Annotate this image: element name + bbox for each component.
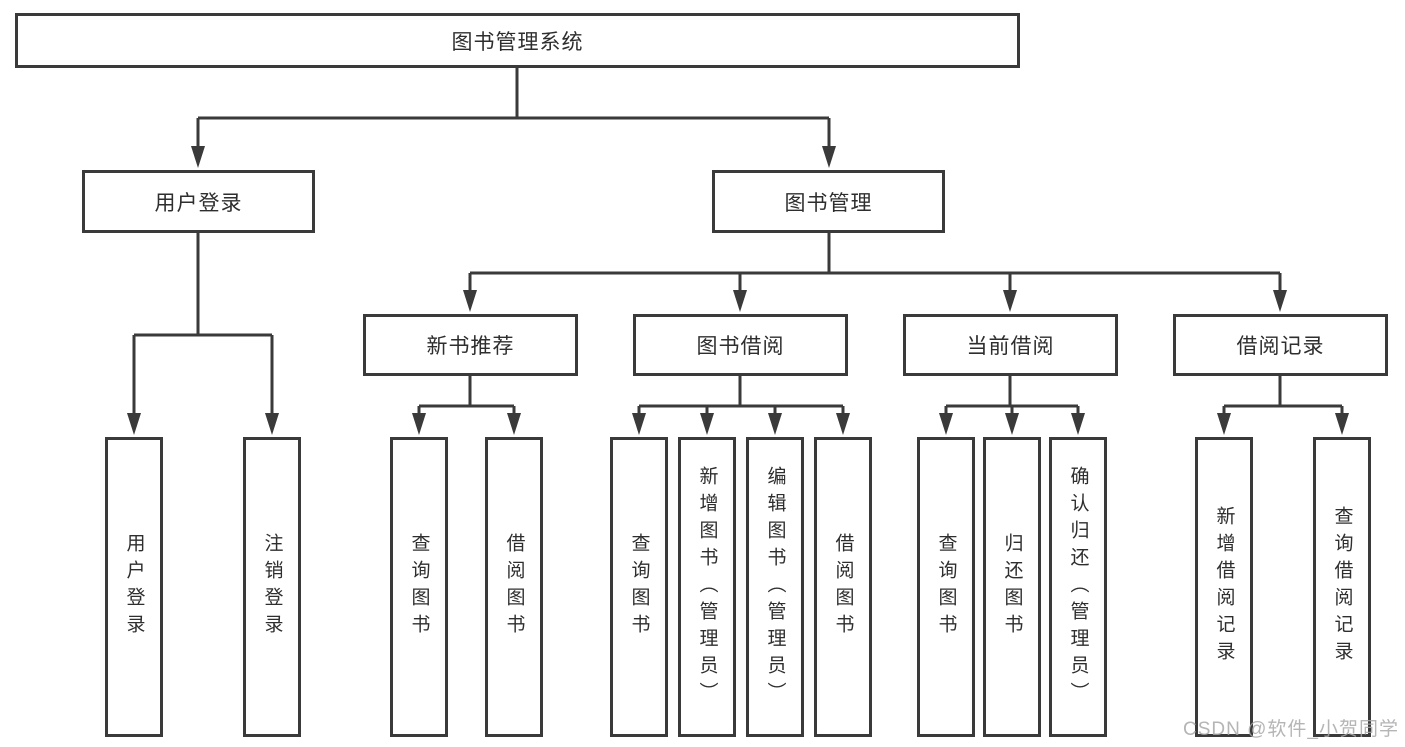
node-label: 查询借阅记录 bbox=[1331, 506, 1353, 668]
leaf-add-books-admin: 新增图书（管理员） bbox=[678, 437, 736, 737]
node-label: 用户登录 bbox=[123, 533, 145, 641]
node-book-borrow: 图书借阅 bbox=[633, 314, 848, 376]
leaf-confirm-return-admin: 确认归还（管理员） bbox=[1049, 437, 1107, 737]
node-label: 借阅图书 bbox=[832, 533, 854, 641]
node-label: 新书推荐 bbox=[426, 335, 515, 358]
node-library-management-system: 图书管理系统 bbox=[15, 13, 1020, 68]
leaf-return-books: 归还图书 bbox=[983, 437, 1041, 737]
leaf-add-borrow-record: 新增借阅记录 bbox=[1195, 437, 1253, 737]
leaf-query-books-current: 查询图书 bbox=[917, 437, 975, 737]
leaf-query-books-borrow: 查询图书 bbox=[610, 437, 668, 737]
node-label: 查询图书 bbox=[935, 533, 957, 641]
node-borrow-records: 借阅记录 bbox=[1173, 314, 1388, 376]
leaf-user-login: 用户登录 bbox=[105, 437, 163, 737]
arrowheads bbox=[127, 146, 1349, 435]
leaf-borrow-books: 借阅图书 bbox=[814, 437, 872, 737]
node-user-login: 用户登录 bbox=[82, 170, 315, 233]
node-label: 确认归还（管理员） bbox=[1067, 465, 1089, 709]
node-current-borrow: 当前借阅 bbox=[903, 314, 1118, 376]
leaf-borrow-books-recommend: 借阅图书 bbox=[485, 437, 543, 737]
node-label: 归还图书 bbox=[1001, 533, 1023, 641]
node-label: 新增图书（管理员） bbox=[696, 465, 718, 709]
leaf-query-books-recommend: 查询图书 bbox=[390, 437, 448, 737]
node-label: 查询图书 bbox=[408, 533, 430, 641]
node-label: 新增借阅记录 bbox=[1213, 506, 1235, 668]
leaf-logout: 注销登录 bbox=[243, 437, 301, 737]
csdn-watermark: CSDN @软件_小贺同学 bbox=[1183, 719, 1399, 740]
node-label: 图书管理系统 bbox=[451, 30, 584, 54]
node-label: 当前借阅 bbox=[966, 335, 1055, 358]
node-label: 查询图书 bbox=[628, 533, 650, 641]
leaf-edit-books-admin: 编辑图书（管理员） bbox=[746, 437, 804, 737]
node-label: 注销登录 bbox=[261, 533, 283, 641]
node-label: 编辑图书（管理员） bbox=[764, 465, 786, 709]
node-new-book-recommend: 新书推荐 bbox=[363, 314, 578, 376]
leaf-query-borrow-record: 查询借阅记录 bbox=[1313, 437, 1371, 737]
node-book-management: 图书管理 bbox=[712, 170, 945, 233]
node-label: 借阅图书 bbox=[503, 533, 525, 641]
node-label: 图书管理 bbox=[784, 191, 873, 215]
node-label: 用户登录 bbox=[154, 191, 243, 215]
node-label: 图书借阅 bbox=[696, 335, 785, 358]
node-label: 借阅记录 bbox=[1236, 335, 1325, 358]
